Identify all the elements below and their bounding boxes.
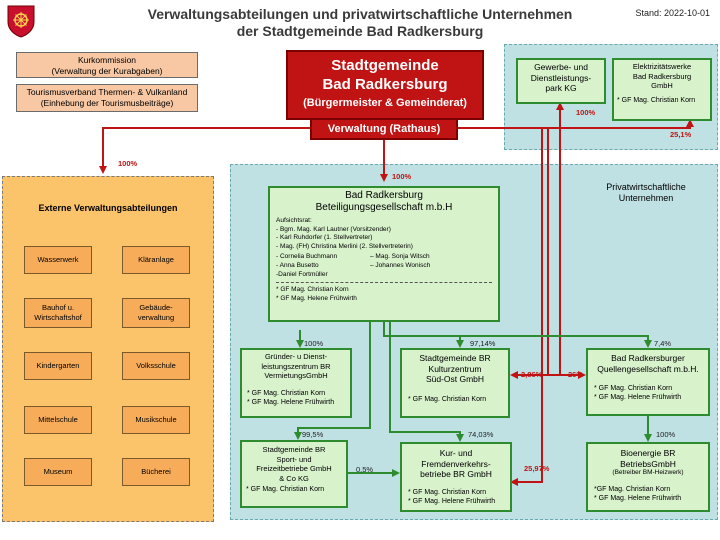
- private-companies-label: Privatwirtschaftliche Unternehmen: [606, 182, 686, 203]
- kulturzentrum-name: Stadtgemeinde BR Kulturzentrum Süd-Ost G…: [419, 353, 491, 384]
- main-line-1: Stadtgemeinde: [331, 57, 439, 74]
- main-line-3: (Bürgermeister & Gemeinderat): [303, 97, 467, 109]
- beteiligung-gf: * GF Mag. Christian Korn * GF Mag. Helen…: [276, 286, 357, 303]
- externe-item-mittelschule: Mittelschule: [24, 406, 92, 434]
- title-line-2: der Stadtgemeinde Bad Radkersburg: [236, 23, 484, 39]
- externe-item-buecherei: Bücherei: [122, 458, 190, 486]
- pct-quellen: 7,4%: [654, 339, 672, 348]
- kurkommission-box: Kurkommission (Verwaltung der Kurabgaben…: [16, 52, 198, 78]
- elektrizitaetswerke-box: Elektrizitätswerke Bad Radkersburg GmbH …: [612, 58, 712, 121]
- sport-name: Stadtgemeinde BR Sport- und Freizeitbetr…: [256, 445, 332, 483]
- stand-date: Stand: 2022-10-01: [635, 8, 710, 18]
- aufsichtsrat-members-left: - Cornelia Buchmann - Anna Busetto -Dani…: [276, 253, 338, 278]
- quellen-gf: * GF Mag. Christian Korn * GF Mag. Helen…: [594, 385, 682, 401]
- pct-sport-kur: 0,5%: [356, 465, 374, 474]
- externe-item-gebaeudeverwaltung: Gebäude- verwaltung: [122, 298, 190, 328]
- gewerbe-park-box: Gewerbe- und Dienstleistungs- park KG: [516, 58, 606, 104]
- aufsichtsrat-list: Aufsichtsrat: - Bgm. Mag. Karl Lautner (…: [276, 217, 413, 250]
- pct-kur: 74,03%: [468, 430, 494, 439]
- externe-title: Externe Verwaltungsabteilungen: [38, 203, 178, 213]
- sport-freizeitbetriebe-box: Stadtgemeinde BR Sport- und Freizeitbetr…: [240, 440, 348, 508]
- externe-item-kindergarten: Kindergarten: [24, 352, 92, 380]
- pct-kulturzentrum: 97,14%: [470, 339, 496, 348]
- bioenergie-sub: (Betreiber BM-Heizwerk): [612, 469, 684, 476]
- pct-bioenergie: 100%: [656, 430, 676, 439]
- verwaltung-rathaus-box: Verwaltung (Rathaus): [310, 118, 458, 140]
- externe-item-bauhof: Bauhof u. Wirtschaftshof: [24, 298, 92, 328]
- coat-of-arms-icon: [6, 4, 36, 38]
- pct-gruender: 100%: [304, 339, 324, 348]
- kur-gf: * GF Mag. Christian Korn * GF Mag. Helen…: [408, 488, 496, 505]
- quellen-name: Bad Radkersburger Quellengesellschaft m.…: [597, 353, 699, 374]
- pct-kultur-quellen: 2,86%: [521, 370, 543, 379]
- elektro-gf: * GF Mag. Christian Korn: [617, 96, 696, 104]
- externe-item-wasserwerk: Wasserwerk: [24, 246, 92, 274]
- kur-name: Kur- und Fremdenverkehrs- betriebe BR Gm…: [420, 448, 492, 479]
- page-title: Verwaltungsabteilungen und privatwirtsch…: [110, 6, 610, 40]
- pct-sport: 99,5%: [302, 430, 324, 439]
- title-line-1: Verwaltungsabteilungen und privatwirtsch…: [147, 6, 573, 22]
- elektro-name: Elektrizitätswerke Bad Radkersburg GmbH: [632, 62, 692, 90]
- stadtgemeinde-box: Stadtgemeinde Bad Radkersburg (Bürgermei…: [286, 50, 484, 120]
- bioenergie-gf: *GF Mag. Christian Korn * GF Mag. Helene…: [594, 486, 682, 502]
- bioenergie-box: Bioenergie BR BetriebsGmbH (Betreiber BM…: [586, 442, 710, 512]
- externe-item-musikschule: Musikschule: [122, 406, 190, 434]
- pct-externe: 100%: [118, 159, 138, 168]
- beteiligung-name: Bad Radkersburg Beteiligungsgesellschaft…: [315, 190, 453, 213]
- gruender-name: Gründer- u Dienst- leistungszentrum BR V…: [261, 352, 331, 380]
- beteiligungsgesellschaft-box: Bad Radkersburg Beteiligungsgesellschaft…: [268, 186, 500, 322]
- pct-elektro: 25,1%: [670, 130, 692, 139]
- gruender-gf: * GF Mag. Christian Korn * GF Mag. Helen…: [247, 389, 335, 406]
- kur-fremdenverkehr-box: Kur- und Fremdenverkehrs- betriebe BR Gm…: [400, 442, 512, 512]
- externe-item-klaeranlage: Kläranlage: [122, 246, 190, 274]
- tourismusverband-box: Tourismusverband Thermen- & Vulkanland (…: [16, 84, 198, 112]
- divider: [276, 282, 492, 284]
- pct-gewerbe: 100%: [576, 108, 596, 117]
- externe-item-volksschule: Volksschule: [122, 352, 190, 380]
- externe-item-museum: Museum: [24, 458, 92, 486]
- kulturzentrum-box: Stadtgemeinde BR Kulturzentrum Süd-Ost G…: [400, 348, 510, 418]
- pct-red-quellen: 26%: [568, 370, 584, 379]
- quellengesellschaft-box: Bad Radkersburger Quellengesellschaft m.…: [586, 348, 710, 416]
- gruenderzentrum-box: Gründer- u Dienst- leistungszentrum BR V…: [240, 348, 352, 418]
- main-line-2: Bad Radkersburg: [322, 76, 448, 93]
- aufsichtsrat-members-right: – Mag. Sonja Witsch – Johannes Wonisch: [370, 253, 431, 269]
- sport-gf: * GF Mag. Christian Korn: [246, 486, 325, 493]
- kulturzentrum-gf: * GF Mag. Christian Korn: [408, 395, 487, 403]
- bioenergie-name: Bioenergie BR BetriebsGmbH: [620, 448, 676, 469]
- pct-red-kur: 25,97%: [524, 464, 550, 473]
- pct-beteiligung: 100%: [392, 172, 412, 181]
